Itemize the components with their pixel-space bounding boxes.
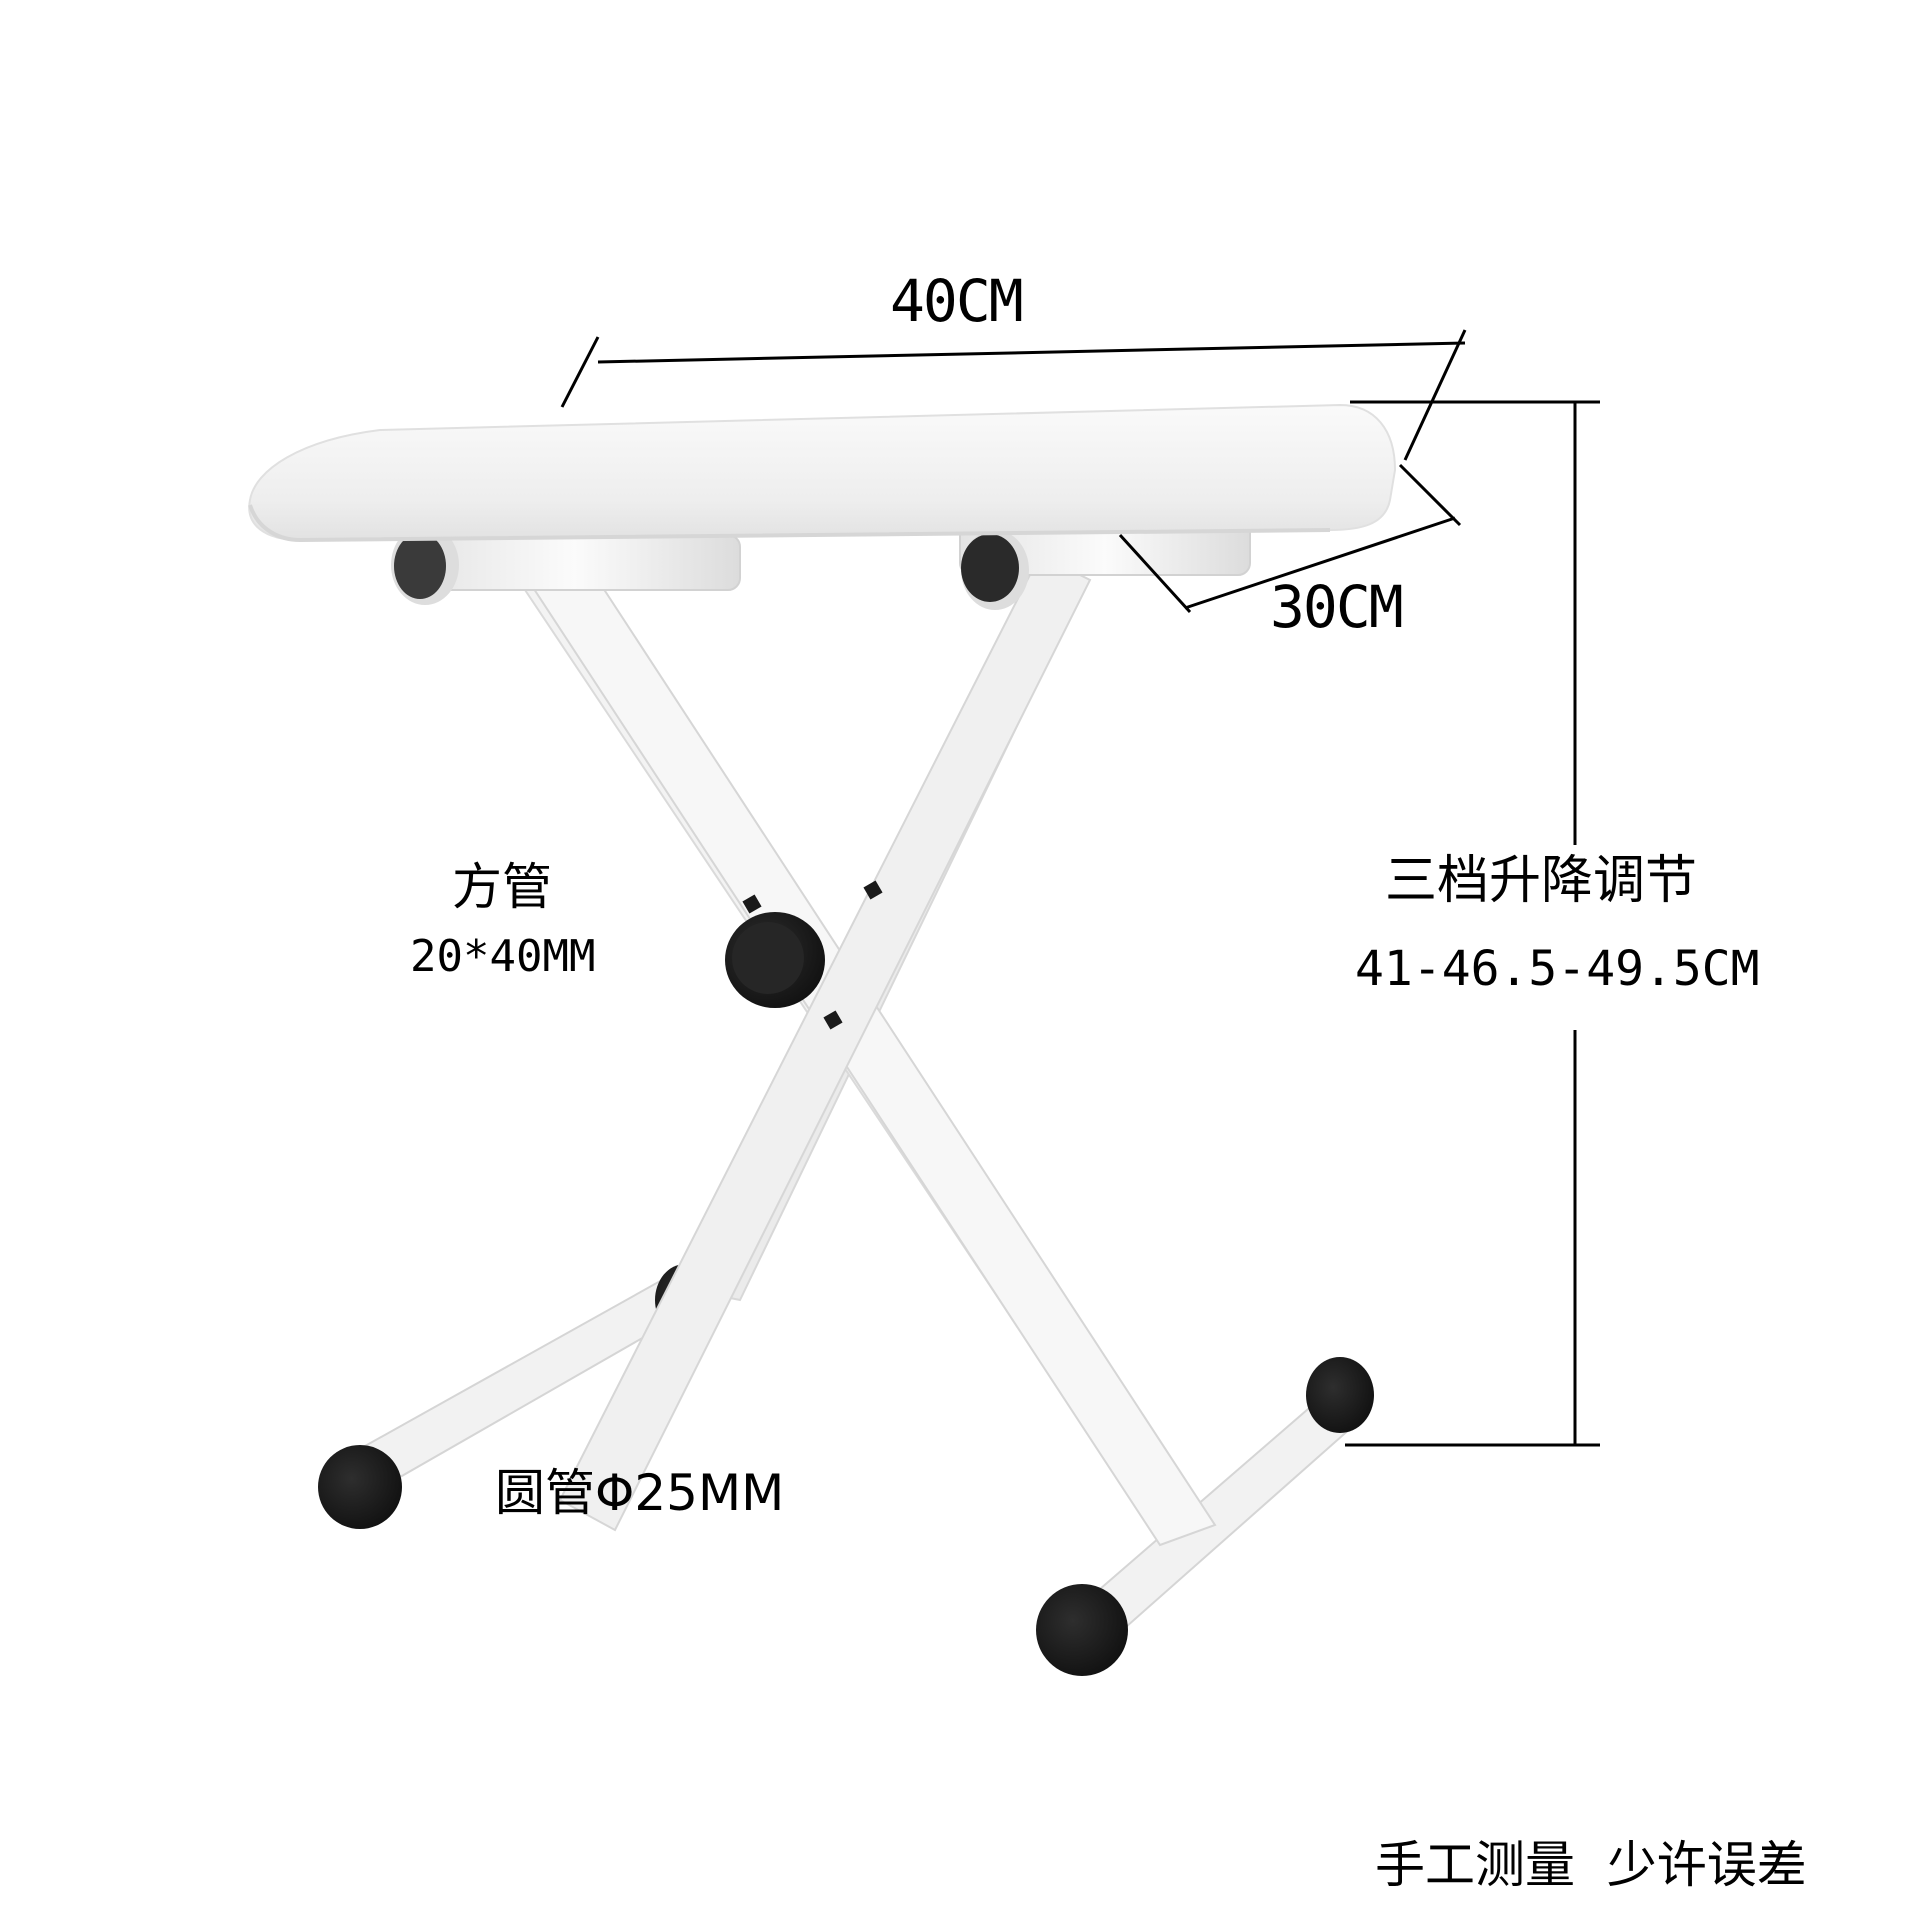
seat-support-tubes: [391, 519, 1251, 610]
height-adjust-title: 三档升降调节: [1385, 851, 1698, 911]
measurement-footnote: 手工测量 少许误差: [1375, 1836, 1807, 1894]
square-tube-title: 方管: [452, 858, 552, 916]
height-dimension-line: [1345, 400, 1600, 1447]
width-label: 40CM: [890, 267, 1024, 335]
adjustment-knob-icon: [725, 912, 825, 1008]
foot-cap-icon: [1036, 1584, 1128, 1676]
foot-cap-icon: [1306, 1357, 1374, 1433]
square-tube-size: 20*40MM: [410, 931, 596, 982]
depth-label: 30CM: [1270, 573, 1404, 641]
round-tube-label: 圆管Φ25MM: [495, 1464, 785, 1522]
front-x-frame: [513, 543, 1217, 1547]
foot-cap-icon: [318, 1445, 402, 1529]
width-dimension-line: [560, 329, 1467, 461]
depth-dimension-line: [1118, 463, 1462, 614]
right-base-tube: [1036, 1357, 1374, 1676]
height-adjust-values: 41-46.5-49.5CM: [1355, 941, 1760, 997]
seat-cushion: [248, 403, 1397, 543]
